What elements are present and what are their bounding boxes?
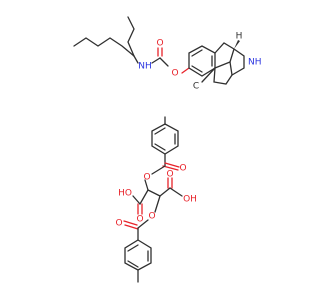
carbamate-o-ester-label: O (171, 69, 178, 79)
lower-ester-carbonyl-1 (123, 220, 138, 226)
o-aryl-bond (181, 67, 190, 74)
left-acid-carbonyl-o-label: O (136, 215, 143, 225)
backbone-mid-bond (147, 189, 161, 197)
carbonyl-o-bond (159, 57, 169, 67)
lower-ester-o-bond (137, 219, 149, 229)
indane-ring (214, 42, 235, 69)
right-acid-oh-label: OH (183, 195, 197, 205)
upper-tolyl-inner-3 (154, 143, 166, 151)
lower-ester-carbonyl-2 (124, 224, 139, 230)
upper-ester-o-label: O (143, 173, 150, 183)
ethano-bridge (213, 67, 233, 85)
aryl-inner-1 (191, 49, 203, 57)
methyl-bond (201, 67, 216, 83)
lower-tolyl-inner-3 (127, 260, 139, 268)
lower-chiral-o-bond (154, 195, 161, 213)
upper-ester-carbonyl-1 (162, 165, 179, 171)
ring-fusion-h-label: H (236, 32, 243, 42)
pyrrolidine-nh-label: NH (248, 58, 262, 68)
lower-tolyl-inner-1 (127, 244, 139, 252)
molecule-structure: NH O O NH H C (73, 16, 262, 283)
left-acid-oh-bond (132, 195, 141, 205)
n-carbonyl-bond (151, 57, 161, 64)
pyrrolidine-ring (229, 48, 245, 77)
aryl-inner-3 (191, 65, 203, 73)
propyl-chain (127, 16, 135, 57)
upper-o-chiral-bond (144, 179, 149, 191)
upper-ester-o-bond (151, 165, 166, 175)
upper-ester-carbonyl-o-label: O (179, 164, 186, 174)
carbamate-o-carbonyl-label: O (156, 39, 163, 49)
carbamate-cation (73, 16, 245, 85)
right-acid-oh-bond (169, 187, 183, 197)
right-acid-carbonyl-o-label: O (166, 170, 173, 180)
heptyl-chain (73, 37, 135, 57)
backbone-right-bond (159, 187, 171, 197)
carbamate-nh-label: NH (138, 62, 152, 72)
upper-ester-carbonyl-2 (164, 162, 180, 168)
lower-ester-carbonyl-o-label: O (115, 219, 122, 229)
stereo-wedge-h (234, 40, 240, 49)
methyl-c-label: C (193, 82, 199, 92)
lower-ester-o-label: O (148, 212, 155, 222)
ditoluoyl-tartrate (123, 116, 183, 283)
cn-bond (133, 55, 139, 64)
backbone-left-bond (139, 189, 149, 205)
left-acid-ho-label: HO (118, 189, 132, 199)
upper-tolyl-inner-1 (154, 127, 166, 135)
